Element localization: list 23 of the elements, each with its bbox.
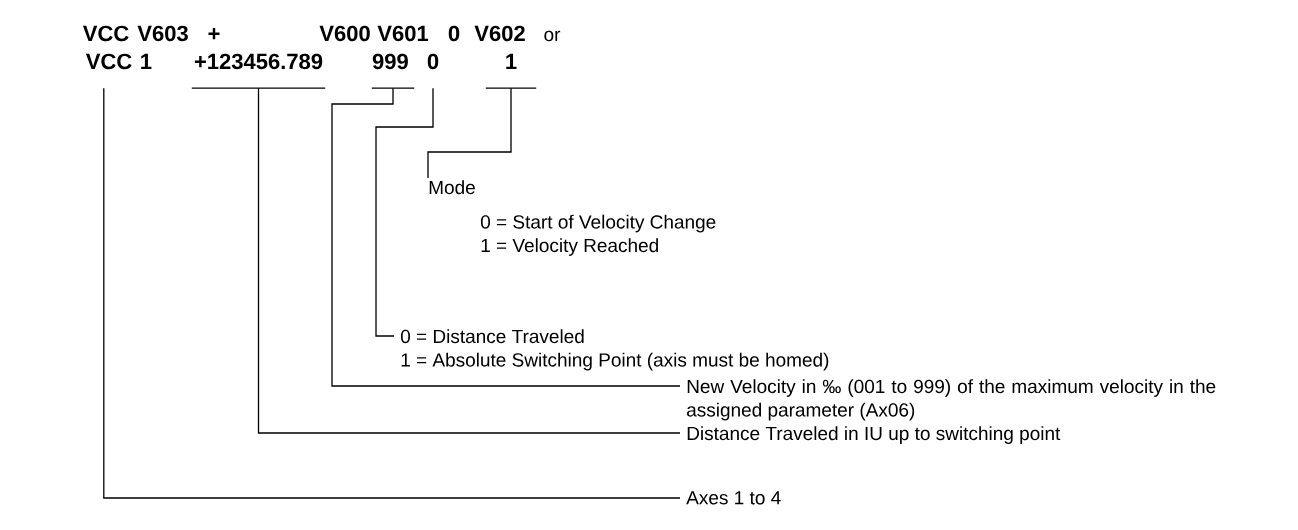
parameter-value: 1 [141,53,152,69]
description-text: Mode 0 = Start of Velocity Change 1 = Velocity Reached [429,180,716,256]
parameter-value: 1 [485,53,537,89]
leader-line [427,87,512,179]
code-token: or [544,30,561,42]
leader-line [331,87,681,387]
description-text: 0 = Distance Traveled 1 = Absolute Switching Point (axis must be homed) [400,329,829,371]
parameter-value: 999 [371,53,415,89]
code-token: 0 [448,25,460,42]
code-token: VCC [82,25,129,42]
code-token: V603 [137,25,188,42]
leader-line [257,87,681,434]
code-token: V602 [474,25,525,42]
description-text: Axes 1 to 4 [686,491,781,505]
description-text: New Velocity in ‰ (001 to 999) of the maximum velocity in the assigned parameter (Ax06) [687,379,1216,421]
parameter-value: 0 [427,53,439,70]
leader-line [103,87,681,499]
description-text: Distance Traveled in IU up to switching point [687,426,1061,444]
code-token: V600 [319,25,370,42]
code-token: V601 [377,25,429,42]
parameter-value: +123456.789 [191,53,326,89]
leader-line [375,87,434,337]
code-token: VCC [85,53,132,70]
